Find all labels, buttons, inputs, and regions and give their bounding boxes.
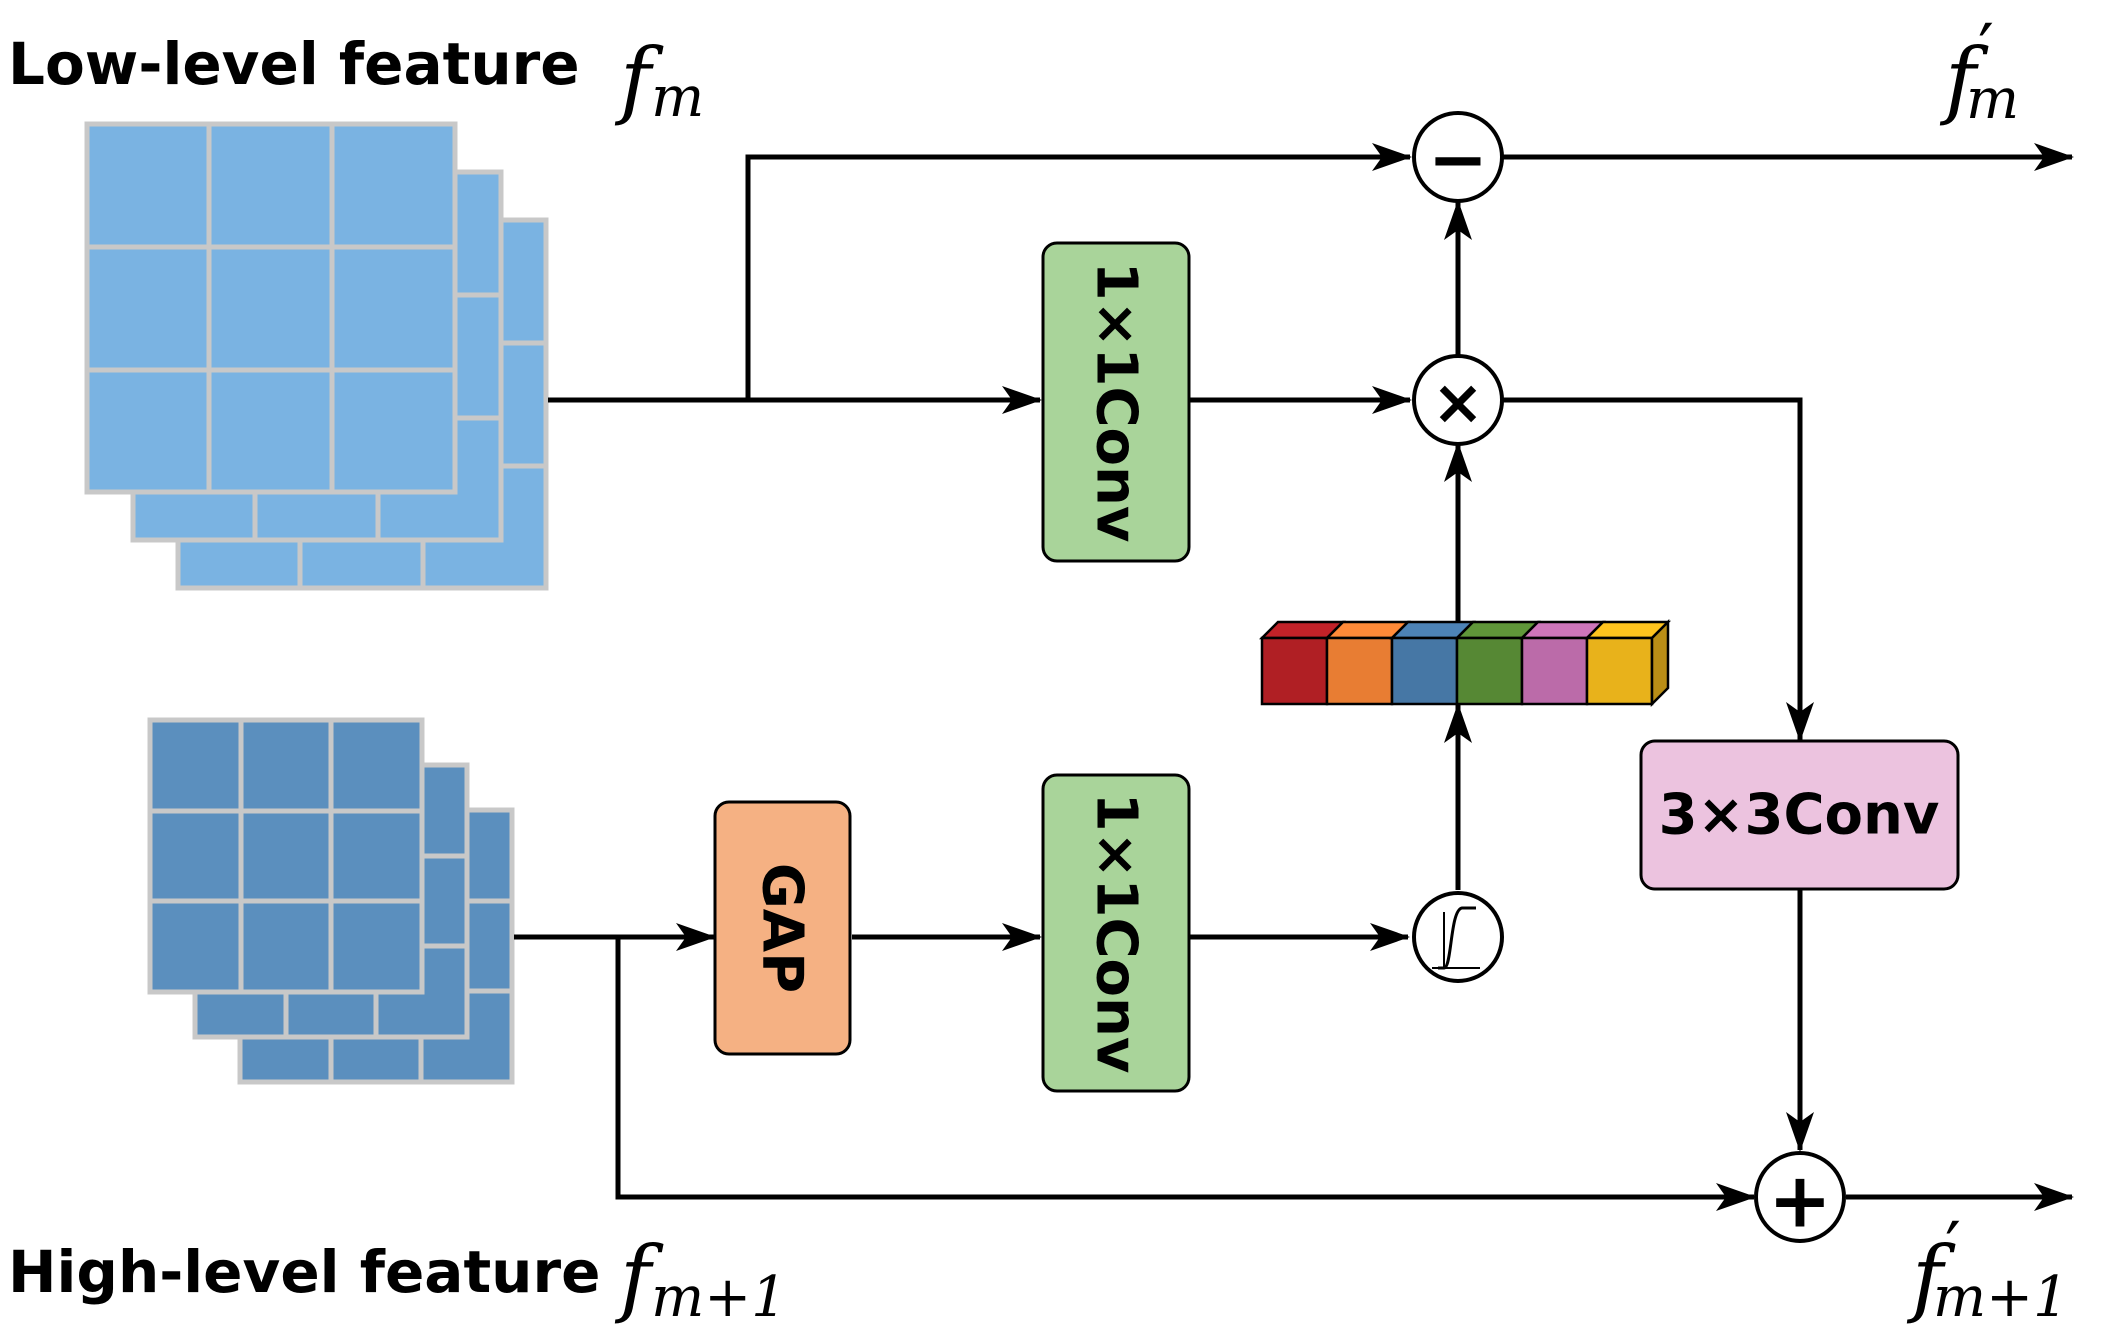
low-feature-layer-1 bbox=[84, 121, 458, 495]
conv3x3-label: 3×3Conv bbox=[1659, 783, 1940, 848]
conv1x1-top-label: 1×1Conv bbox=[1084, 262, 1149, 543]
channel-cell bbox=[1258, 620, 1347, 706]
fm1-prime-sub: m+1 bbox=[1933, 1265, 2069, 1330]
channel-cell bbox=[1453, 620, 1542, 706]
conv1x1-bottom-label: 1×1Conv bbox=[1084, 793, 1149, 1074]
plus-symbol: + bbox=[1768, 1156, 1832, 1245]
multiply-operator: × bbox=[1412, 354, 1504, 446]
connections bbox=[514, 143, 2074, 1211]
wire-high-to-plus bbox=[615, 937, 1756, 1211]
fm1-sub: m+1 bbox=[651, 1265, 787, 1330]
fm1-prime-output-label: f′m+1 bbox=[1906, 1207, 2069, 1330]
high-level-feature-stack bbox=[147, 717, 515, 1085]
conv1x1-top-block: 1×1Conv bbox=[1041, 241, 1191, 563]
conv1x1-bottom-block: 1×1Conv bbox=[1041, 773, 1191, 1093]
conv3x3-block: 3×3Conv bbox=[1639, 739, 1960, 891]
gap-block: GAP bbox=[713, 800, 852, 1056]
minus-operator: − bbox=[1412, 111, 1504, 203]
plus-operator: + bbox=[1754, 1151, 1846, 1245]
low-level-feature-label: Low-level feature bbox=[8, 30, 580, 98]
fm-sub: m bbox=[651, 65, 704, 130]
fm-label: fm bbox=[614, 30, 704, 130]
fm1-label: fm+1 bbox=[614, 1228, 787, 1330]
fm-prime-output-label: f′m bbox=[1939, 9, 2019, 132]
high-feature-layer-1 bbox=[147, 717, 425, 995]
minus-symbol: − bbox=[1428, 117, 1488, 201]
channel-attention-vector bbox=[1258, 618, 1672, 708]
wire-low-to-minus bbox=[745, 143, 1412, 400]
fm1-prime-mark: ′ bbox=[1945, 1207, 1961, 1289]
low-level-feature-stack bbox=[84, 121, 549, 591]
high-level-feature-label: High-level feature bbox=[8, 1238, 600, 1306]
channel-cell bbox=[1583, 618, 1672, 708]
channel-cell bbox=[1323, 620, 1412, 706]
sigmoid-operator bbox=[1412, 891, 1504, 983]
gap-label: GAP bbox=[750, 863, 815, 993]
fm-prime-sub: m bbox=[1966, 67, 2019, 132]
channel-cell bbox=[1518, 620, 1607, 706]
fm-prime-mark: ′ bbox=[1978, 9, 1994, 91]
wire-times-to-conv3 bbox=[1500, 397, 1814, 742]
times-symbol: × bbox=[1432, 366, 1484, 439]
